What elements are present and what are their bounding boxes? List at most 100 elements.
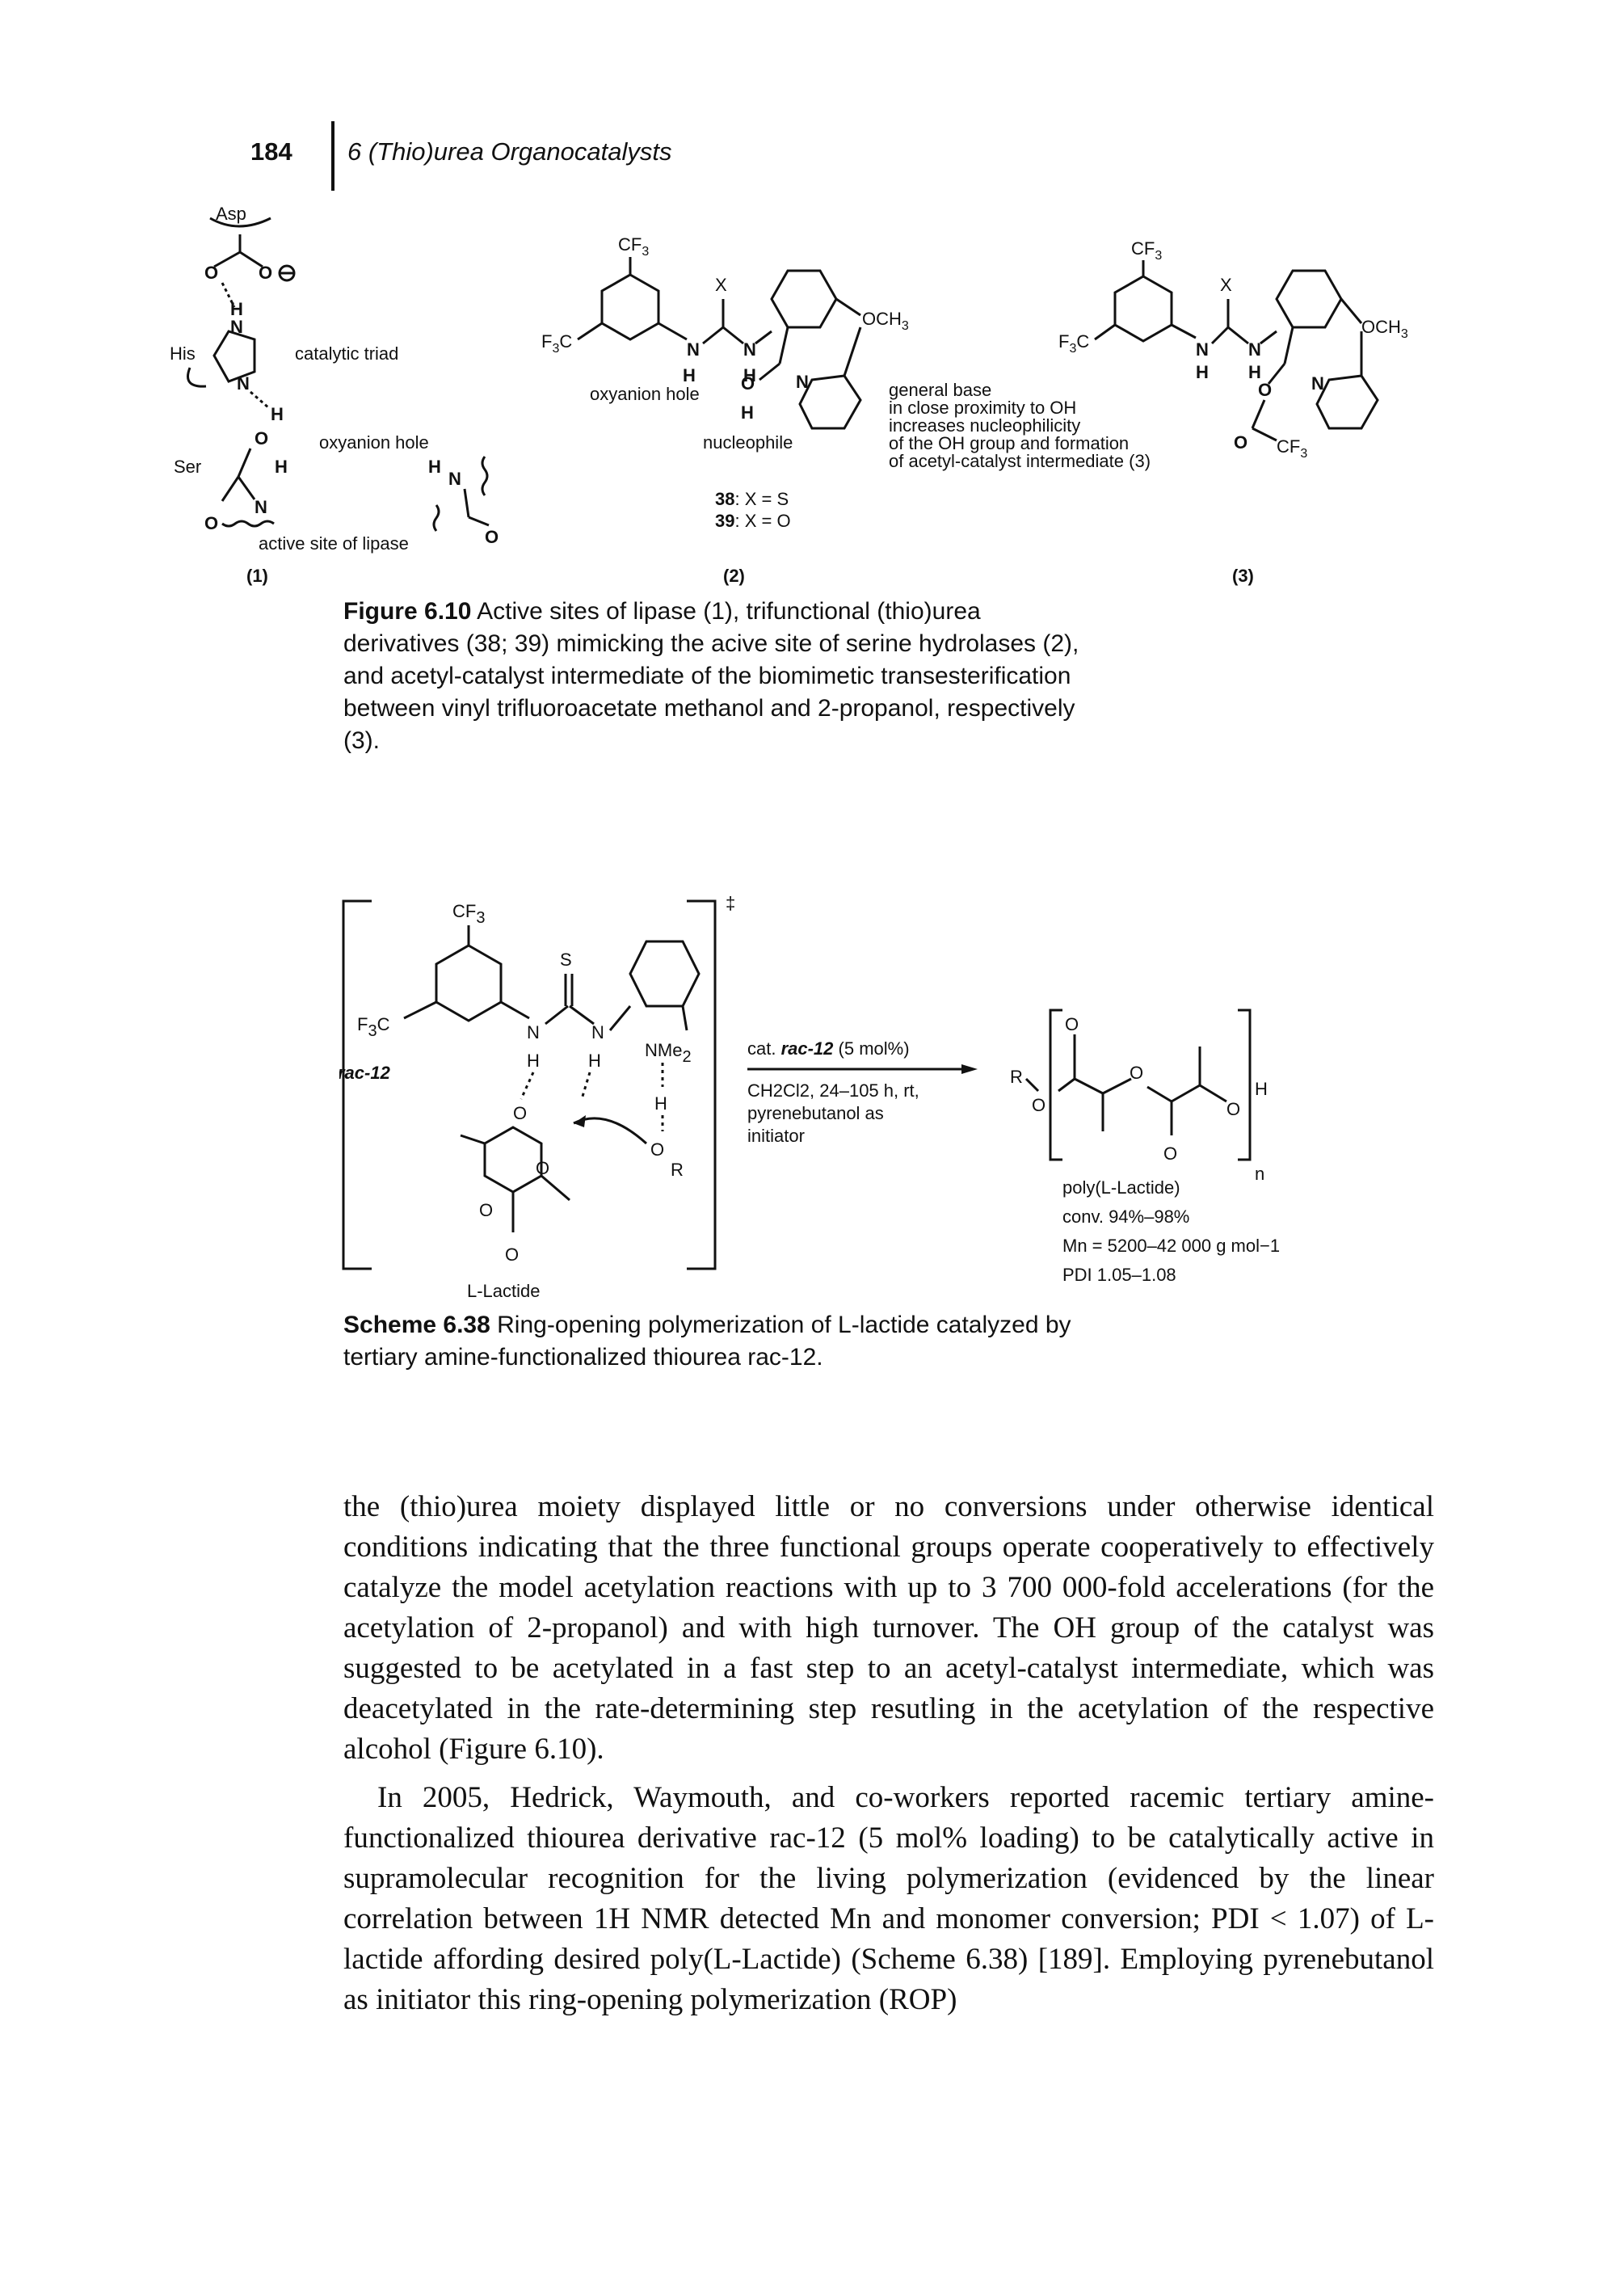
svg-text:O: O bbox=[255, 428, 268, 449]
svg-text:N: N bbox=[1196, 339, 1209, 360]
svg-text:N: N bbox=[230, 317, 243, 337]
svg-text:O: O bbox=[505, 1244, 519, 1265]
general-base-line-1: general base bbox=[889, 380, 991, 400]
page-number: 184 bbox=[250, 137, 292, 166]
svg-text:X: X bbox=[715, 275, 727, 295]
svg-text:F3C: F3C bbox=[357, 1014, 390, 1040]
svg-text:N: N bbox=[796, 372, 809, 392]
svg-text:H: H bbox=[1248, 362, 1261, 382]
svg-text:O: O bbox=[1163, 1143, 1177, 1164]
svg-text:CF3: CF3 bbox=[1277, 436, 1307, 461]
svg-text:O: O bbox=[1234, 432, 1247, 453]
svg-text:N: N bbox=[1248, 339, 1261, 360]
svg-text:39: X = O: 39: X = O bbox=[715, 511, 791, 531]
svg-text:H: H bbox=[271, 404, 284, 424]
reagent-prefix: cat. bbox=[747, 1038, 781, 1059]
scheme-caption-label: Scheme 6.38 bbox=[343, 1312, 490, 1338]
panel-label-2: (2) bbox=[723, 566, 745, 586]
running-title: 6 (Thio)urea Organocatalysts bbox=[347, 137, 672, 166]
product-pdi: PDI 1.05–1.08 bbox=[1062, 1265, 1176, 1285]
svg-text:O: O bbox=[259, 263, 272, 283]
catalyst-label: rac-12 bbox=[339, 1063, 391, 1083]
svg-text:OCH3: OCH3 bbox=[862, 309, 909, 333]
svg-text:O: O bbox=[204, 263, 218, 283]
svg-text:H: H bbox=[527, 1051, 540, 1071]
svg-text:N: N bbox=[687, 339, 700, 360]
compound-38-number: 38 bbox=[715, 489, 734, 509]
conditions-line-2: pyrenebutanol as bbox=[747, 1103, 884, 1123]
svg-text:F3C: F3C bbox=[541, 331, 572, 356]
body-paragraph-1: the (thio)urea moiety displayed little o… bbox=[343, 1487, 1434, 1770]
svg-text:CF3: CF3 bbox=[452, 901, 485, 927]
compound-39-number: 39 bbox=[715, 511, 734, 531]
conditions-line-1: CH2Cl2, 24–105 h, rt, bbox=[747, 1080, 919, 1101]
his-label: His bbox=[170, 343, 196, 364]
figure-6-10-caption: Figure 6.10 Active sites of lipase (1), … bbox=[343, 596, 1095, 757]
panel-3-acetyl-intermediate: CF3 F3C N H X N H OCH3 O O CF3 N (3) bbox=[1058, 238, 1408, 586]
svg-text:N: N bbox=[1311, 373, 1324, 394]
svg-text:N: N bbox=[527, 1022, 540, 1042]
svg-text:CF3: CF3 bbox=[1131, 238, 1162, 263]
compound-39-definition: : X = O bbox=[734, 511, 790, 531]
scheme-6-38-caption: Scheme 6.38 Ring-opening polymerization … bbox=[343, 1309, 1095, 1374]
svg-text:O: O bbox=[513, 1103, 527, 1123]
svg-text:N: N bbox=[448, 469, 461, 489]
svg-text:N: N bbox=[743, 339, 756, 360]
svg-text:O: O bbox=[1032, 1095, 1046, 1115]
svg-text:O: O bbox=[1258, 380, 1272, 400]
asp-label: Asp bbox=[216, 204, 246, 224]
transition-state-mark: ‡ bbox=[726, 893, 735, 913]
svg-text:H: H bbox=[588, 1051, 601, 1071]
ser-label: Ser bbox=[174, 457, 201, 477]
figure-6-10: Asp O O H N N His catalytic triad H O Se… bbox=[170, 204, 1408, 586]
nucleophile-label: nucleophile bbox=[703, 432, 793, 453]
svg-text:O: O bbox=[650, 1139, 664, 1160]
reagent-loading: (5 mol%) bbox=[833, 1038, 909, 1059]
panel-1-lipase-active-site: Asp O O H N N His catalytic triad H O Se… bbox=[170, 204, 499, 586]
catalytic-triad-label: catalytic triad bbox=[295, 343, 398, 364]
svg-text:O: O bbox=[479, 1200, 493, 1220]
header-divider bbox=[331, 121, 334, 191]
svg-text:X: X bbox=[1220, 275, 1232, 295]
svg-text:n: n bbox=[1255, 1164, 1264, 1184]
general-base-line-4: of the OH group and formation bbox=[889, 433, 1129, 453]
svg-text:O: O bbox=[204, 513, 218, 533]
svg-text:CF3: CF3 bbox=[618, 234, 649, 259]
body-paragraph-1-text: the (thio)urea moiety displayed little o… bbox=[343, 1490, 1434, 1766]
scheme-6-38: ‡ CF3 F3C N H S N H NMe2 rac-12 O H O R … bbox=[339, 893, 1280, 1301]
svg-text:cat. rac-12 (5 mol%): cat. rac-12 (5 mol%) bbox=[747, 1038, 910, 1059]
product-conversion: conv. 94%–98% bbox=[1062, 1207, 1189, 1227]
scheme-caption-text: Ring-opening polymerization of L-lactide… bbox=[343, 1312, 1071, 1371]
product-mn: Mn = 5200–42 000 g mol−1 bbox=[1062, 1236, 1280, 1256]
panel-label-1: (1) bbox=[246, 566, 268, 586]
svg-text:O: O bbox=[741, 373, 755, 394]
svg-text:H: H bbox=[1255, 1079, 1268, 1099]
svg-text:N: N bbox=[591, 1022, 604, 1042]
svg-text:OCH3: OCH3 bbox=[1361, 317, 1408, 341]
general-base-line-5: of acetyl-catalyst intermediate (3) bbox=[889, 451, 1151, 471]
svg-text:O: O bbox=[536, 1158, 549, 1178]
svg-text:O: O bbox=[1130, 1063, 1143, 1083]
svg-text:F3C: F3C bbox=[1058, 331, 1089, 356]
compound-38-definition: : X = S bbox=[734, 489, 789, 509]
panel-2-catalyst: CF3 F3C N H X N H OCH3 O H N oxyanion ho… bbox=[541, 234, 1151, 586]
svg-text:H: H bbox=[428, 457, 441, 477]
svg-text:H: H bbox=[683, 365, 696, 385]
svg-text:O: O bbox=[1226, 1099, 1240, 1119]
body-paragraph-2: In 2005, Hedrick, Waymouth, and co-worke… bbox=[343, 1778, 1434, 2020]
svg-text:38: X = S: 38: X = S bbox=[715, 489, 789, 509]
panel-label-3: (3) bbox=[1232, 566, 1254, 586]
figure-caption-label: Figure 6.10 bbox=[343, 598, 472, 625]
svg-text:H: H bbox=[275, 457, 288, 477]
oxyanion-hole-label-2: oxyanion hole bbox=[590, 384, 700, 404]
svg-text:R: R bbox=[1010, 1067, 1023, 1087]
svg-text:N: N bbox=[237, 373, 250, 394]
svg-text:N: N bbox=[255, 497, 267, 517]
general-base-line-2: in close proximity to OH bbox=[889, 398, 1076, 418]
lactide-label: L-Lactide bbox=[467, 1281, 541, 1301]
svg-text:O: O bbox=[485, 527, 499, 547]
general-base-line-3: increases nucleophilicity bbox=[889, 415, 1080, 436]
oxyanion-hole-label-1: oxyanion hole bbox=[319, 432, 429, 453]
svg-text:H: H bbox=[741, 402, 754, 423]
svg-text:R: R bbox=[671, 1160, 684, 1180]
